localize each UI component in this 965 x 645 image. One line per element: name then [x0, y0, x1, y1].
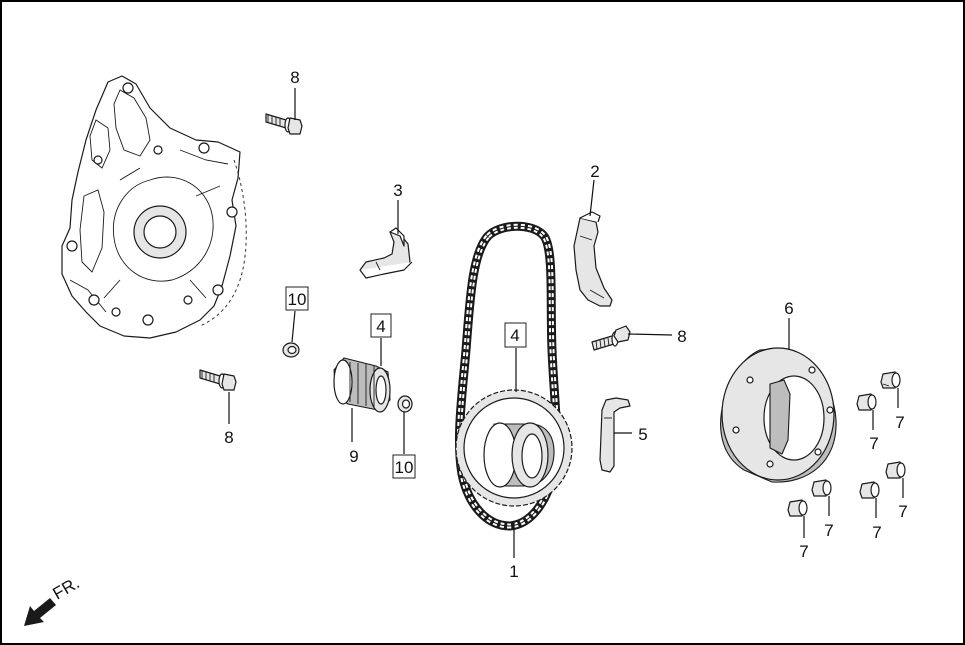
callout-8-top: 8 — [290, 68, 299, 87]
screw-7-f — [787, 499, 808, 517]
sprocket — [455, 389, 573, 507]
callout-7-a: 7 — [895, 413, 904, 432]
callout-4-sprocket-box — [504, 322, 527, 348]
callout-10-right-box — [392, 454, 416, 479]
front-indicator: FR. — [24, 573, 83, 626]
screw-7-d — [811, 479, 832, 497]
callout-7-f: 7 — [799, 542, 808, 561]
callout-3: 3 — [393, 181, 402, 200]
callout-5: 5 — [638, 425, 647, 444]
callout-4-sprocket: 4 — [510, 326, 519, 345]
callout-1: 1 — [509, 562, 518, 581]
callout-10-left: 10 — [288, 290, 307, 309]
chain-tensioner-lever — [359, 227, 413, 279]
callout-10-right: 10 — [395, 458, 414, 477]
front-label: FR. — [50, 573, 83, 603]
callout-4-bearing: 4 — [376, 317, 385, 336]
circlip-left — [282, 342, 300, 358]
callout-8-right: 8 — [677, 327, 686, 346]
circlip-right — [397, 395, 413, 413]
callout-9: 9 — [349, 447, 358, 466]
callout-7-c: 7 — [898, 502, 907, 521]
rotor-ring — [720, 347, 837, 483]
callout-labels: 8 3 2 10 4 4 8 6 5 8 9 10 1 7 7 7 7 7 7 — [224, 68, 907, 581]
callout-7-b: 7 — [869, 434, 878, 453]
callout-7-e: 7 — [872, 523, 881, 542]
callout-8-left: 8 — [224, 428, 233, 447]
needle-bearing — [333, 357, 391, 413]
callout-7-d: 7 — [824, 521, 833, 540]
callout-6: 6 — [784, 299, 793, 318]
screw-7-a — [880, 371, 901, 389]
callout-2: 2 — [590, 162, 599, 181]
screw-7-c — [885, 461, 906, 479]
flange-bolt-top — [265, 113, 303, 135]
chain-guide — [573, 211, 613, 307]
chain-guide-bracket — [599, 397, 631, 473]
callout-10-left-box — [285, 286, 309, 311]
crankcase-half — [61, 75, 247, 339]
screw-7-b — [856, 393, 877, 411]
timing-chain — [454, 221, 562, 531]
screw-7-e — [859, 481, 880, 499]
leader-lines — [228, 88, 904, 558]
callout-4-bearing-box — [370, 313, 392, 338]
flange-bolt-right — [591, 325, 631, 351]
front-arrow-icon — [24, 598, 56, 626]
flange-bolt-left — [199, 369, 237, 391]
